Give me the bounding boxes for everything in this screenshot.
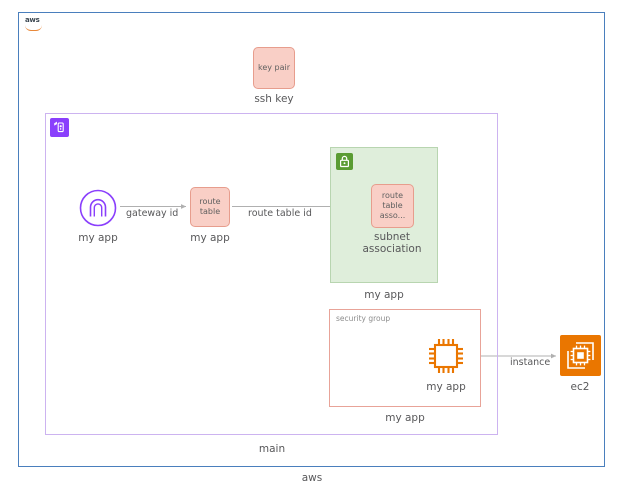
edge-label-route-table-id: route table id — [248, 208, 312, 219]
vpc-label: main — [258, 443, 286, 455]
key-pair-node[interactable]: key pair — [253, 47, 295, 89]
subnet-label: my app — [364, 289, 404, 301]
route-table-association-node[interactable]: route table asso... — [371, 184, 414, 228]
instance-chip-icon[interactable] — [424, 334, 468, 378]
ec2-service-icon[interactable] — [560, 335, 601, 376]
security-group-label: my app — [385, 412, 425, 424]
internet-gateway-icon[interactable] — [78, 188, 118, 228]
instance-chip-caption: my app — [426, 381, 466, 393]
vpc-icon — [50, 118, 69, 137]
edge-label-gateway-id: gateway id — [126, 208, 179, 219]
vpc-boundary — [45, 113, 498, 435]
route-table-caption: my app — [190, 232, 230, 244]
route-table-association-caption: subnet association — [362, 231, 422, 256]
security-group-inner-label: security group — [336, 314, 391, 323]
ec2-service-caption: ec2 — [570, 381, 590, 393]
lock-icon — [336, 153, 353, 170]
aws-account-boundary: aws — [18, 12, 605, 467]
security-group-boundary: security group — [329, 309, 481, 407]
aws-logo-icon: aws — [25, 17, 51, 35]
key-pair-caption: ssh key — [254, 93, 294, 105]
route-table-node[interactable]: route table — [190, 187, 230, 227]
internet-gateway-caption: my app — [78, 232, 118, 244]
edge-label-instance: instance — [510, 357, 551, 368]
aws-account-label: aws — [301, 472, 323, 484]
